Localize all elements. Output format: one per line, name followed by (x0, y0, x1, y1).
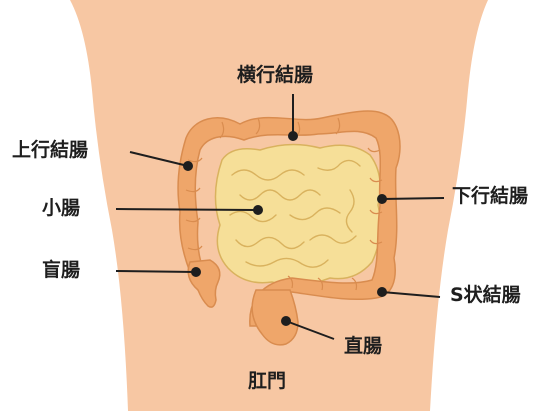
label-anus: 肛門 (248, 372, 286, 391)
label-small-intestine: 小腸 (42, 199, 80, 218)
label-descending-colon: 下行結腸 (452, 187, 528, 206)
label-transverse-colon: 横行結腸 (237, 66, 313, 85)
label-rectum: 直腸 (344, 337, 382, 356)
small-intestine (215, 144, 380, 285)
label-ascending-colon: 上行結腸 (12, 141, 88, 160)
label-sigmoid-colon: S状結腸 (450, 286, 521, 305)
label-cecum: 盲腸 (42, 261, 80, 280)
